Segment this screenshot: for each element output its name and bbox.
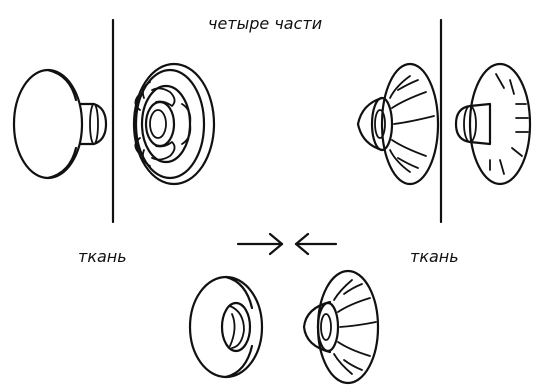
diagram-title: четыре части: [208, 14, 323, 33]
stud-part: [356, 62, 440, 186]
cap-part: [12, 68, 108, 180]
post-part: [454, 62, 532, 186]
ring-part: [188, 275, 264, 379]
arrow-left-icon: [294, 232, 338, 256]
stud-assembled-part: [302, 269, 380, 385]
arrow-right-icon: [236, 232, 284, 256]
fabric-label-left: ткань: [78, 247, 127, 266]
fabric-label-right: ткань: [410, 247, 459, 266]
socket-part: [132, 62, 216, 186]
